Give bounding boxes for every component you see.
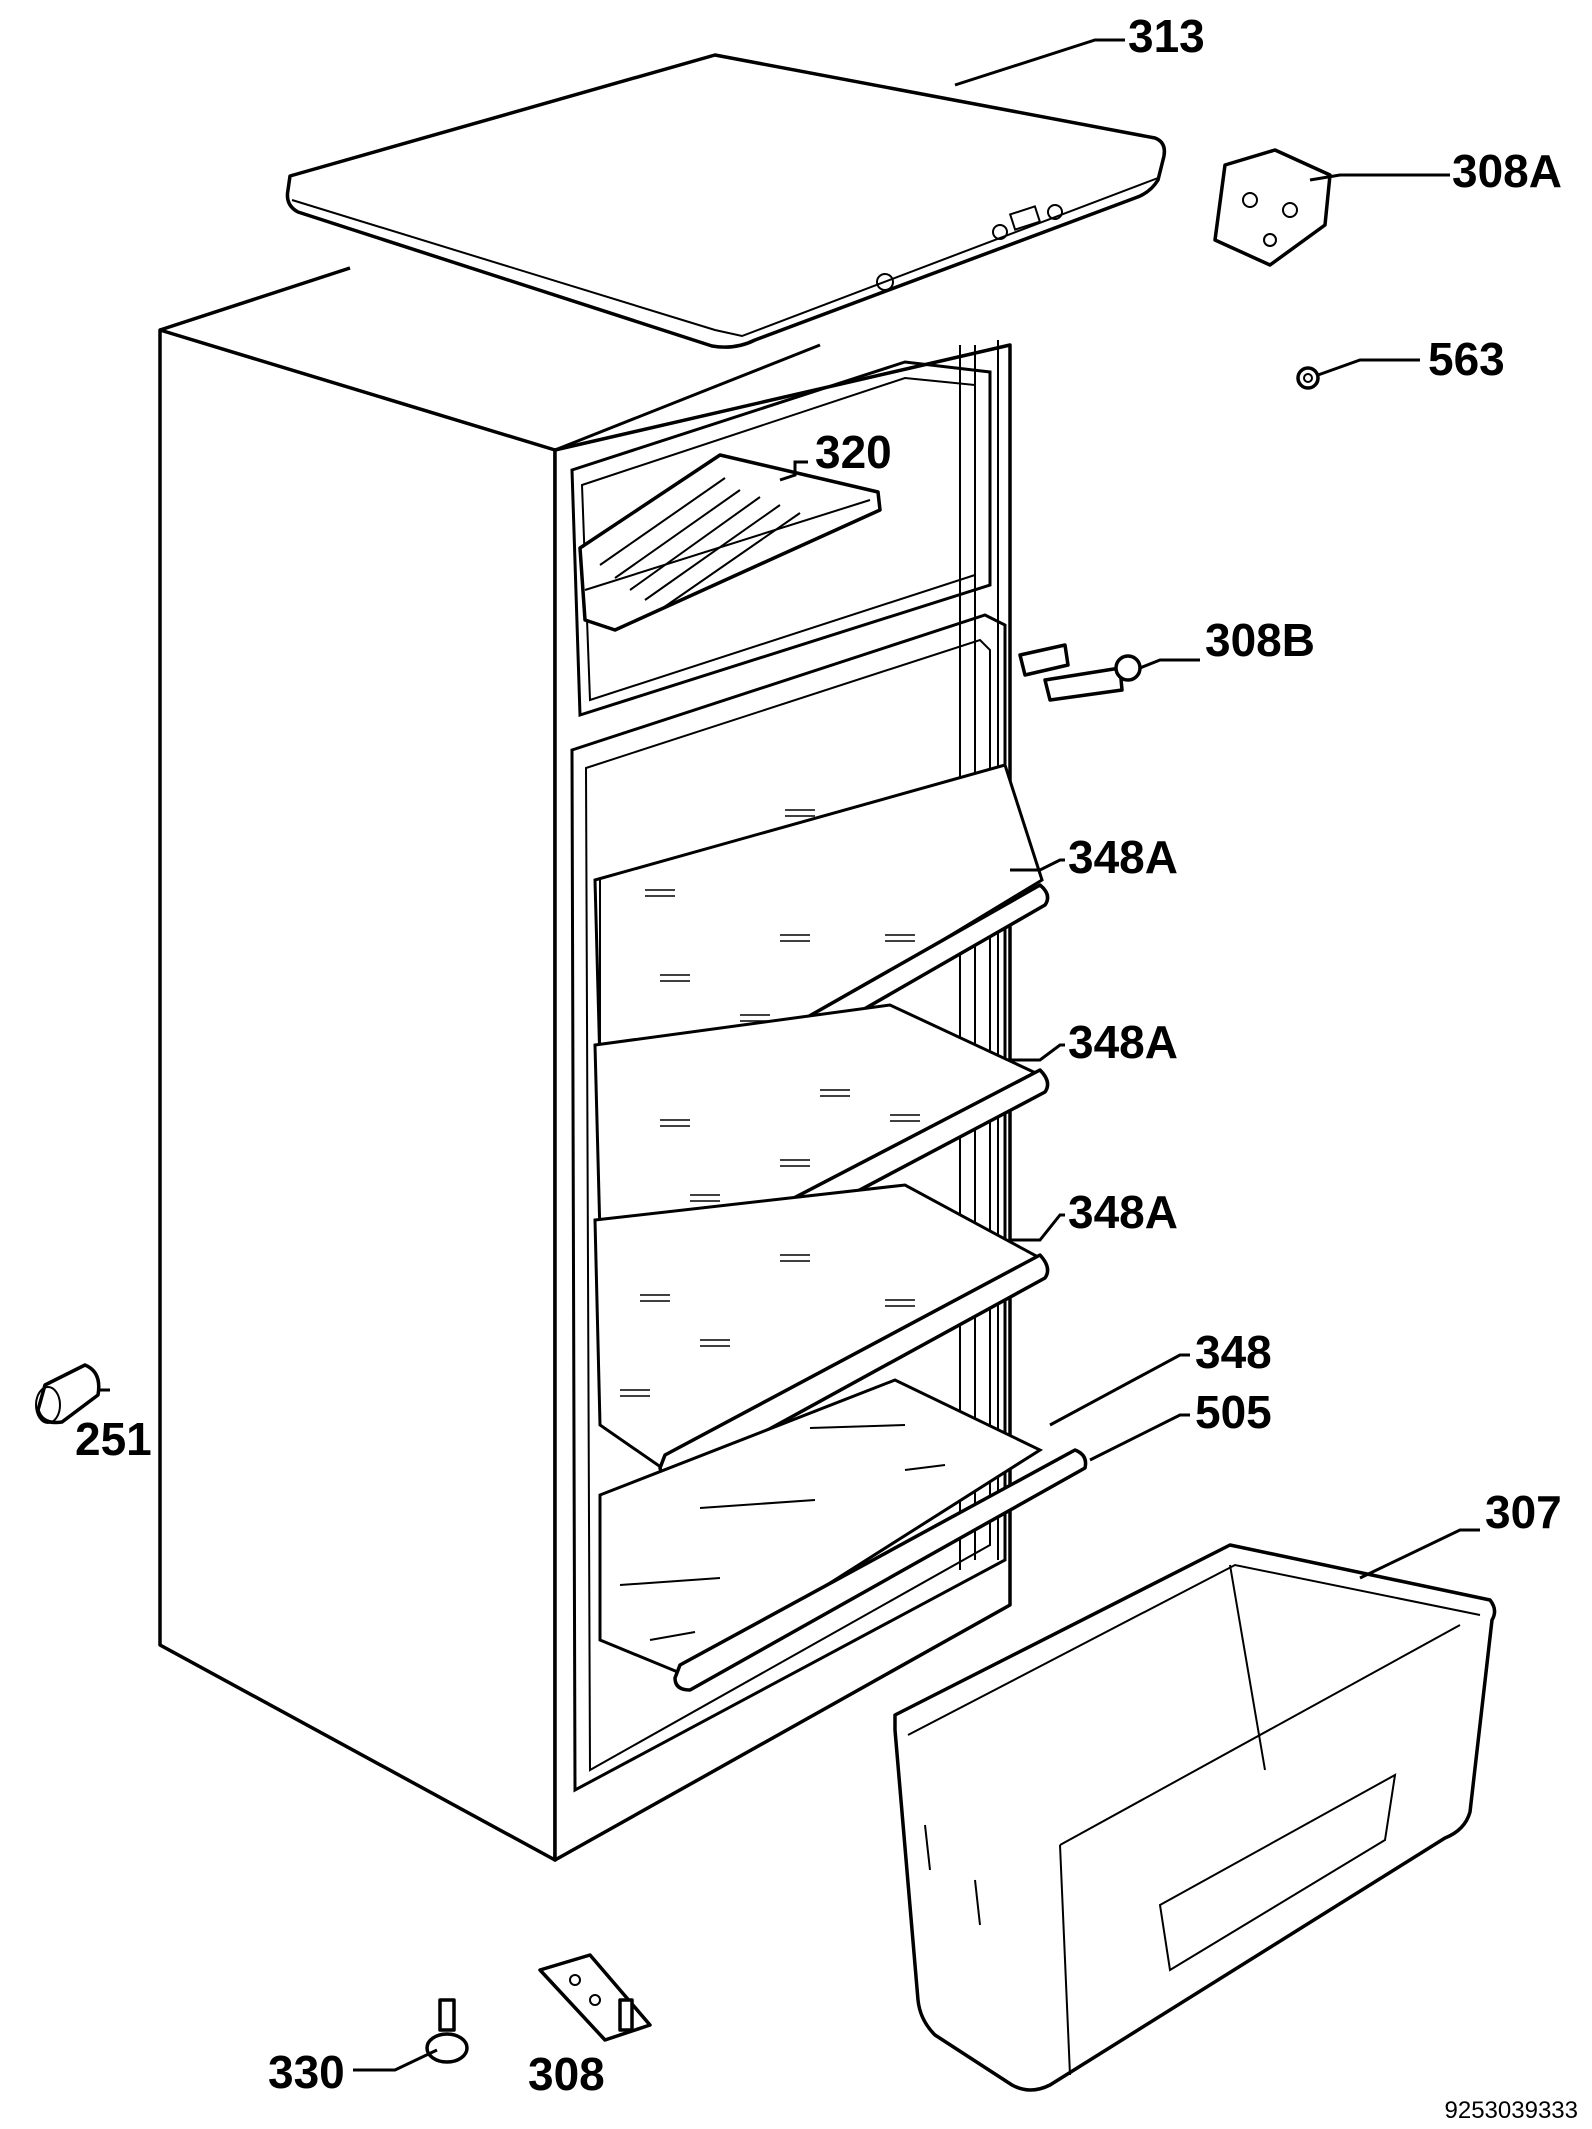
foot xyxy=(425,1998,469,2064)
callout-hinge-bottom: 308 xyxy=(528,2048,605,2100)
callout-top-cover: 313 xyxy=(1128,10,1205,62)
callout-shelf-1: 348A xyxy=(1068,831,1178,883)
freezer-grid-shelf xyxy=(578,453,882,632)
callout-shelf-2: 348A xyxy=(1068,1016,1178,1068)
hinge-bottom xyxy=(538,1953,652,2042)
crisper-drawer xyxy=(893,1543,1497,2092)
callout-foot: 330 xyxy=(268,2046,345,2098)
cap xyxy=(1296,366,1320,390)
callout-cap: 563 xyxy=(1428,333,1505,385)
callout-hinge-middle: 308B xyxy=(1205,614,1315,666)
callout-crisper-drawer: 307 xyxy=(1485,1486,1562,1538)
document-number: 9253039333 xyxy=(1445,2097,1578,2124)
hinge-middle xyxy=(1018,643,1142,702)
leader-lines xyxy=(100,38,1480,2072)
shelf-glass xyxy=(598,1378,1044,1677)
callout-shelf-glass: 348 xyxy=(1195,1326,1272,1378)
handle-plug xyxy=(35,1363,101,1425)
callout-freezer-grid-shelf: 320 xyxy=(815,426,892,478)
callout-handle-plug: 251 xyxy=(75,1413,152,1465)
callout-shelf-3: 348A xyxy=(1068,1186,1178,1238)
hinge-top xyxy=(1213,148,1332,267)
shelf-3 xyxy=(593,1183,1050,1481)
shelf-trim xyxy=(673,1448,1088,1692)
callout-shelf-trim: 505 xyxy=(1195,1386,1272,1438)
top-cover xyxy=(285,53,1167,349)
callout-hinge-top: 308A xyxy=(1452,145,1562,197)
